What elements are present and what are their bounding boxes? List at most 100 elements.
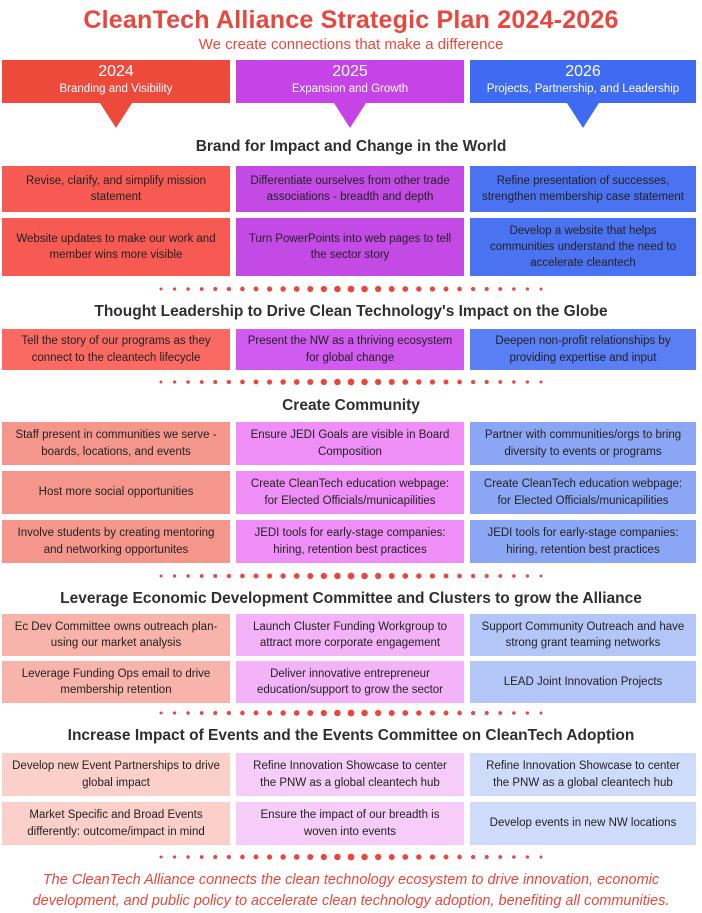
divider-dot [416,286,422,292]
divider-dot [159,380,163,384]
section-heading-events: Increase Impact of Events and the Events… [67,727,635,744]
divider-dot [307,854,314,860]
divider-dot [253,379,259,385]
divider-dot [525,287,530,291]
divider-dot [334,853,341,861]
divider-dot [347,285,355,293]
divider-dot [186,380,190,384]
divider-dot [388,379,395,385]
divider-dot [347,378,355,386]
divider-dot [172,574,177,578]
divider-dot [213,379,218,385]
divider-dot [293,710,300,716]
divider-dot [320,853,327,861]
divider-dot [266,286,273,292]
goal-box: Ec Dev Committee owns outreach plan- usi… [2,614,230,656]
year-banner-2025: 2025 Expansion and Growth [236,60,464,128]
divider-dot [159,287,163,291]
divider-dot [539,855,543,859]
divider-dot [512,287,516,291]
divider-dot [347,709,355,717]
page-subtitle: We create connections that make a differ… [198,36,504,53]
divider-dot [213,286,218,292]
divider-dot [213,854,218,860]
divider-dot [429,854,436,860]
divider-dot [226,379,232,385]
divider-dot [293,854,300,860]
divider-dot [307,710,314,716]
section-heading-leadership: Thought Leadership to Drive Clean Techno… [94,303,608,320]
year-theme: Expansion and Growth [291,83,409,95]
divider-dot [512,711,516,715]
divider-dot [334,709,341,717]
divider-dot [253,573,259,579]
divider-dot [416,379,422,385]
divider-dot [266,710,273,716]
divider-dot [240,710,245,716]
divider-dot [240,854,245,860]
divider-dot [416,854,422,860]
divider-dot [470,854,476,860]
divider-dot [416,710,422,716]
divider-dot [307,573,314,579]
goal-box: Refine Innovation Showcase to center the… [470,753,696,796]
divider-dot [172,287,177,291]
divider-dot [334,572,341,580]
goal-box: Launch Cluster Funding Workgroup to attr… [236,614,464,656]
goal-box: Develop events in new NW locations [470,802,696,845]
divider-dot [375,285,382,293]
goal-box: Website updates to make our work and mem… [2,218,230,276]
divider-dot [375,378,382,386]
divider-dot [429,379,436,385]
divider-dot [280,854,286,860]
divider-dot [512,574,516,578]
divider-dot [443,710,449,716]
divider-dot [539,574,543,578]
divider-dot [266,854,273,860]
goal-box: Host more social opportunities [2,471,230,514]
divider-dot [199,574,204,578]
goal-box: Develop new Event Partnerships to drive … [2,753,230,796]
goal-box: Deepen non-profit relationships by provi… [470,329,696,370]
goal-box: Develop a website that helps communities… [470,218,696,276]
goal-box: Staff present in communities we serve - … [2,422,230,465]
divider-dot [186,855,190,859]
divider-dot [213,573,218,579]
divider-dot [470,573,476,579]
divider-dot [539,711,543,715]
divider-dot [307,286,314,292]
divider-dot [226,286,232,292]
divider-dot [525,855,530,859]
section-heading-brand: Brand for Impact and Change in the World [195,138,507,155]
goal-box: Differentiate ourselves from other trade… [236,166,464,212]
section-heading-econdev: Leverage Economic Development Committee … [60,590,642,607]
goal-box: Create CleanTech education webpage: for … [236,471,464,514]
divider-dot [199,855,204,859]
divider-dot [293,379,300,385]
goal-box: Deliver innovative entrepreneur educatio… [236,661,464,703]
divider-dot [429,710,436,716]
divider-dot [186,574,190,578]
divider-dot [361,285,368,293]
dot-divider [159,378,543,386]
divider-dot [361,709,368,717]
divider-dot [498,380,503,384]
divider-dot [320,378,327,386]
divider-dot [334,378,341,386]
mission-footer: The CleanTech Alliance connects the clea… [32,872,670,910]
divider-dot [226,854,232,860]
goal-box: Ensure JEDI Goals are visible in Board C… [236,422,464,465]
divider-dot [388,854,395,860]
divider-dot [280,379,286,385]
divider-dot [266,573,273,579]
divider-dot [470,710,476,716]
goal-box: LEAD Joint Innovation Projects [470,661,696,703]
divider-dot [293,286,300,292]
divider-dot [416,573,422,579]
divider-dot [429,573,436,579]
divider-dot [361,853,368,861]
divider-dot [186,287,190,291]
divider-dot [525,380,530,384]
divider-dot [253,854,259,860]
divider-dot [457,854,462,860]
